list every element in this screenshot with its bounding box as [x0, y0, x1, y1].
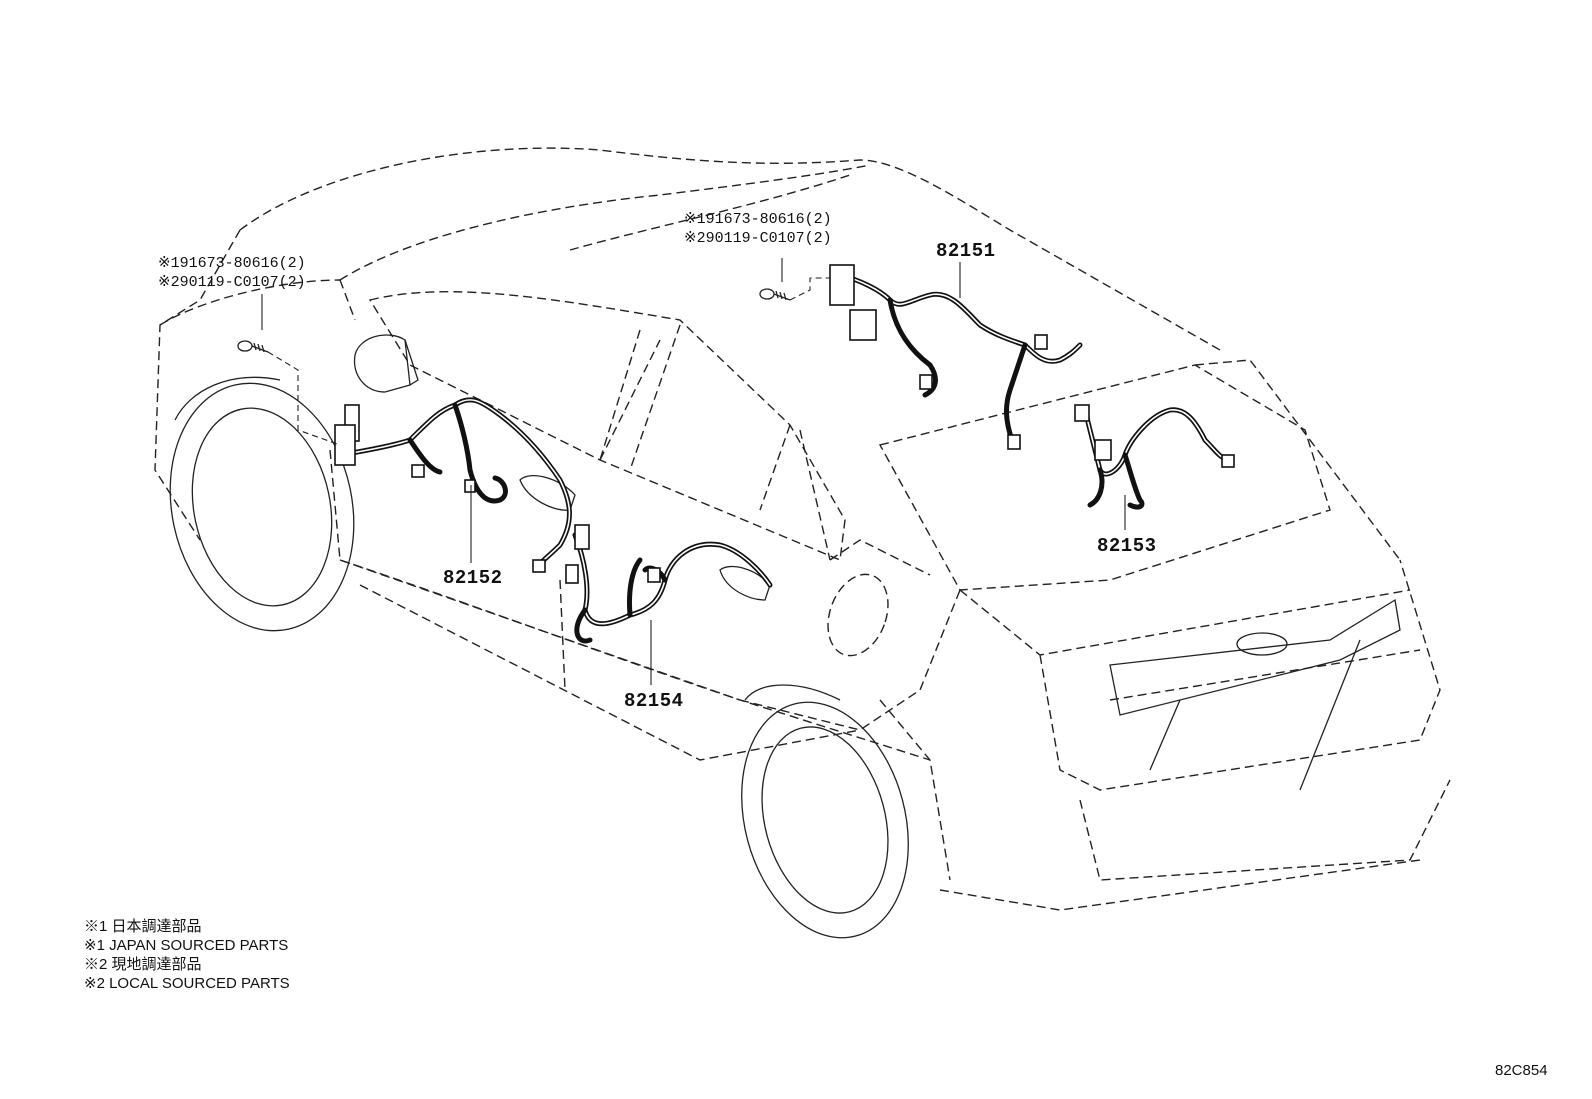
front-wheel [169, 376, 355, 632]
bolt-note-left-1: ※191673-80616(2) [158, 255, 306, 272]
side-mirror [353, 334, 419, 393]
connector [411, 464, 425, 478]
bolt-right [759, 288, 791, 301]
part-label-82152: 82152 [443, 567, 503, 589]
part-label-82154: 82154 [624, 690, 684, 712]
connector [849, 309, 877, 341]
legend-line-4: ※2 LOCAL SOURCED PARTS [84, 975, 290, 992]
connector [1034, 334, 1048, 350]
harness-82153 [1074, 404, 1235, 510]
connector [574, 524, 590, 550]
connector [1221, 454, 1235, 468]
bolt-note-right-2: ※290119-C0107(2) [684, 230, 832, 247]
connector [919, 374, 933, 390]
diagram-code: 82C854 [1495, 1062, 1548, 1079]
vehicle-body-outline [154, 147, 1451, 911]
harness-82151 [829, 264, 1083, 450]
rear-wheel [741, 684, 909, 939]
legend-line-3: ※2 現地調達部品 [84, 956, 202, 973]
connector [464, 479, 476, 493]
part-label-82151: 82151 [936, 240, 996, 262]
door-handles [519, 475, 771, 601]
legend-line-2: ※1 JAPAN SOURCED PARTS [84, 937, 288, 954]
harness-82152 [334, 397, 572, 573]
bolt-note-right-1: ※191673-80616(2) [684, 211, 832, 228]
connector [829, 264, 855, 306]
connector [1094, 439, 1112, 461]
legend-line-1: ※1 日本調達部品 [84, 918, 202, 935]
connector [532, 559, 546, 573]
connector [334, 424, 356, 466]
leader-lines [261, 258, 1126, 685]
bolt-left [237, 340, 269, 353]
connector [647, 567, 661, 583]
bolt-note-left-2: ※290119-C0107(2) [158, 274, 306, 291]
connector [1074, 404, 1090, 422]
harness-82154 [565, 524, 773, 644]
part-label-82153: 82153 [1097, 535, 1157, 557]
legend: ※1 日本調達部品 ※1 JAPAN SOURCED PARTS ※2 現地調達… [84, 918, 290, 992]
connector [565, 564, 579, 584]
connector [1007, 434, 1021, 450]
